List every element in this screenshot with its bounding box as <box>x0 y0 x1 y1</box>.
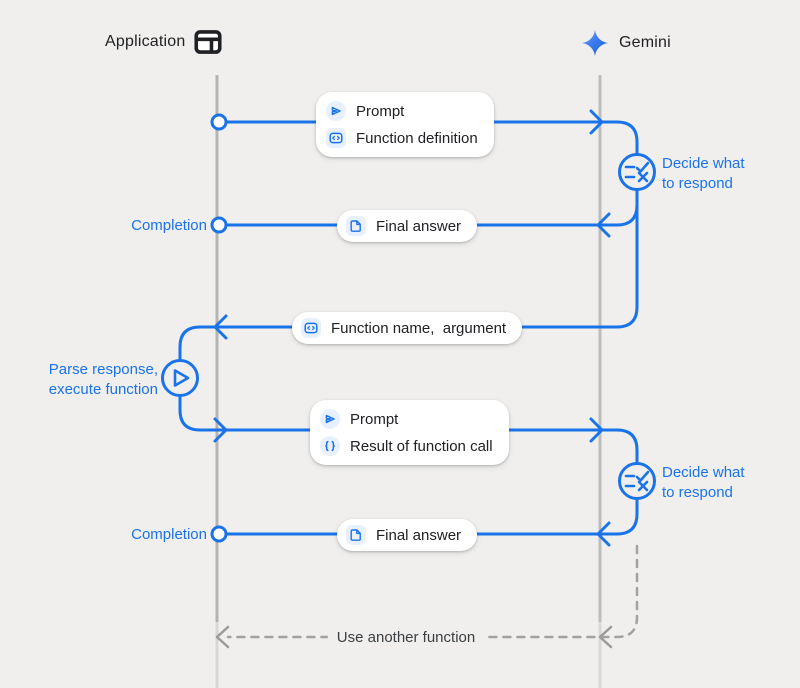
code-icon <box>301 318 321 338</box>
message-label: Prompt <box>356 102 405 120</box>
send-icon <box>326 101 346 121</box>
message-function-name-argument: Function name, argument <box>292 312 523 344</box>
application-header: Application <box>105 29 223 55</box>
parse-execute-label: Parse response, execute function <box>18 360 158 400</box>
message-row: Result of function call <box>320 436 493 456</box>
app-window-icon <box>194 30 223 54</box>
endpoint-circle-completion-2 <box>210 525 228 543</box>
arrowhead-final-answer-1 <box>596 212 611 238</box>
document-icon <box>346 525 366 545</box>
arrowhead-prompt-2-gemini <box>589 417 604 443</box>
gemini-sparkle-icon <box>581 29 609 57</box>
arrowhead-function-name <box>213 314 228 340</box>
arrowhead-final-answer-2 <box>596 521 611 547</box>
use-another-function-label: Use another function <box>327 628 485 647</box>
document-icon <box>346 216 366 236</box>
arrowhead-prompt-2-app <box>213 417 228 443</box>
code-icon <box>326 128 346 148</box>
endpoint-circle-completion-1 <box>210 216 228 234</box>
loop-arrowhead-application <box>215 625 230 649</box>
completion-label-1: Completion <box>131 217 207 234</box>
play-icon <box>161 359 199 397</box>
message-label: Function definition <box>356 129 478 147</box>
braces-icon <box>320 436 340 456</box>
decide-label-2: Decide what to respond <box>662 463 745 503</box>
completion-label-2: Completion <box>131 526 207 543</box>
decide-label-line: to respond <box>662 484 733 501</box>
decide-icon <box>618 462 656 500</box>
message-label: Function name, argument <box>331 319 507 337</box>
message-prompt-result: Prompt Result of function call <box>310 400 509 465</box>
message-final-answer-2: Final answer <box>337 519 478 551</box>
parse-label-line: Parse response, <box>48 361 158 378</box>
parse-label-line: execute function <box>48 381 158 398</box>
loop-dashed-path <box>226 544 639 639</box>
message-row: Prompt <box>320 409 493 429</box>
message-label: Result of function call <box>350 437 493 455</box>
message-row: Prompt <box>326 101 478 121</box>
message-row: Function definition <box>326 128 478 148</box>
message-label: Prompt <box>350 410 399 428</box>
message-label: Final answer <box>376 217 462 235</box>
send-icon <box>320 409 340 429</box>
flow-final-answer-1-path <box>217 198 639 227</box>
message-label: Final answer <box>376 526 462 544</box>
decide-icon <box>618 153 656 191</box>
message-prompt-function-definition: Prompt Function definition <box>316 92 494 157</box>
loop-arrowhead-gemini <box>598 625 613 649</box>
arrowhead-prompt-1 <box>589 109 604 135</box>
gemini-header: Gemini <box>580 28 671 58</box>
message-final-answer-1: Final answer <box>337 210 478 242</box>
application-label: Application <box>105 33 186 50</box>
decide-label-line: Decide what <box>662 155 745 172</box>
decide-label-line: to respond <box>662 175 733 192</box>
endpoint-circle-prompt-1 <box>210 113 228 131</box>
decide-label-1: Decide what to respond <box>662 154 745 194</box>
decide-label-line: Decide what <box>662 464 745 481</box>
gemini-label: Gemini <box>619 34 671 51</box>
